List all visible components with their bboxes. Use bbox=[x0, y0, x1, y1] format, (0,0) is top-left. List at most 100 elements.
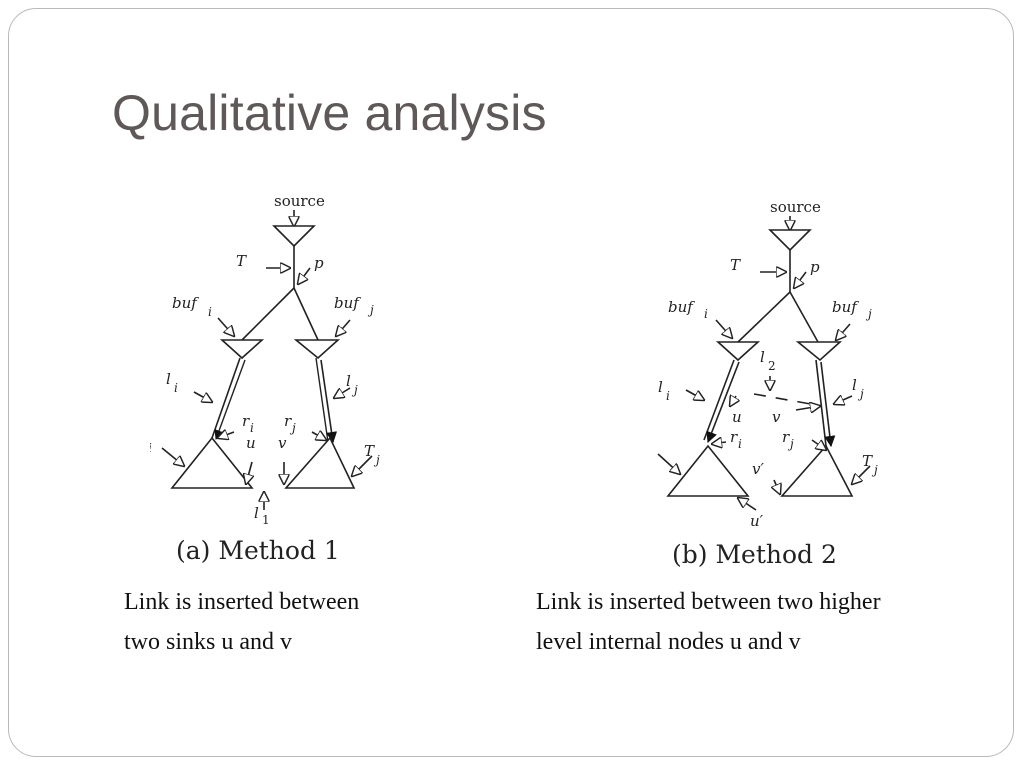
l-i-wire-a bbox=[703, 359, 735, 441]
T-i-arrow bbox=[161, 447, 184, 466]
v-prime-arrow bbox=[774, 479, 780, 494]
left-branch-wire bbox=[737, 291, 791, 343]
l-i-arrow bbox=[193, 391, 212, 402]
r-j-arrow bbox=[311, 432, 326, 440]
label-l-1-sub: 1 bbox=[262, 513, 270, 527]
label-buf-i-sub: i bbox=[704, 307, 708, 321]
label-r-i: r bbox=[730, 428, 738, 446]
buf-i-triangle bbox=[219, 339, 265, 360]
label-T: T bbox=[236, 252, 247, 270]
caption-method-2: (b) Method 2 bbox=[672, 540, 837, 569]
T-i-arrow bbox=[657, 453, 680, 474]
label-buf-j-sub: j bbox=[367, 303, 374, 317]
label-r-j: r bbox=[284, 412, 292, 430]
label-T-j-sub: j bbox=[871, 463, 878, 477]
l-j-wire-a bbox=[315, 357, 329, 443]
label-T-j: T bbox=[862, 452, 873, 470]
v-arrow bbox=[795, 406, 820, 410]
label-u: u bbox=[732, 408, 742, 426]
label-l-1: l bbox=[254, 504, 259, 522]
r-j-arrow bbox=[811, 439, 826, 450]
label-buf-j: buf bbox=[832, 298, 859, 316]
T-j-subtree bbox=[284, 436, 356, 489]
label-l-i-sub: i bbox=[666, 389, 670, 403]
label-l-j-sub: j bbox=[351, 383, 358, 397]
u-prime-arrow bbox=[738, 498, 757, 511]
figure-method-1: source T p buf i buf j l i l j r i r j u… bbox=[150, 180, 410, 540]
label-T: T bbox=[730, 256, 741, 274]
l-i-arrow bbox=[685, 389, 704, 400]
buf-j-arrow bbox=[336, 319, 351, 336]
label-source: source bbox=[770, 198, 821, 216]
label-l-i: l bbox=[658, 378, 663, 396]
label-r-i: r bbox=[242, 412, 250, 430]
r-i-arrow bbox=[218, 432, 235, 438]
l-i-wire-a bbox=[211, 357, 241, 439]
label-buf-j-sub: j bbox=[865, 307, 872, 321]
label-l-i-sub: i bbox=[174, 381, 178, 395]
method-2-diagram: source T p buf i buf j l 2 l i l j u v r… bbox=[657, 198, 878, 530]
l-i-wire-b bbox=[214, 359, 246, 440]
l-j-wire-b bbox=[820, 361, 836, 448]
l-j-wire-a bbox=[815, 359, 827, 447]
buf-i-arrow bbox=[715, 319, 732, 338]
label-l-j-sub: j bbox=[857, 387, 864, 401]
l-j-wire-b bbox=[320, 359, 338, 444]
label-T-j: T bbox=[364, 442, 375, 460]
description-method-2: Link is inserted between two higher leve… bbox=[536, 582, 881, 662]
buf-i-arrow bbox=[217, 317, 234, 336]
right-branch-wire bbox=[789, 291, 819, 343]
slide-title: Qualitative analysis bbox=[112, 85, 547, 141]
label-r-i-sub: i bbox=[250, 421, 254, 435]
label-buf-j: buf bbox=[334, 294, 361, 312]
T-j-arrow bbox=[852, 465, 871, 484]
label-buf-i-sub: i bbox=[208, 305, 212, 319]
l-j-arrow bbox=[834, 396, 853, 404]
p-arrow bbox=[794, 271, 807, 288]
T-i-subtree bbox=[170, 436, 254, 489]
label-source: source bbox=[274, 192, 325, 210]
label-l-i: l bbox=[166, 370, 171, 388]
description-method-1-line-1: Link is inserted between bbox=[124, 589, 360, 615]
l-i-wire-b bbox=[706, 361, 740, 444]
buf-j-triangle bbox=[795, 341, 843, 362]
T-i-subtree bbox=[666, 444, 750, 497]
u-arrow bbox=[246, 461, 252, 484]
label-p: p bbox=[810, 258, 820, 276]
label-v: v bbox=[278, 434, 287, 452]
label-r-j-sub: j bbox=[787, 437, 794, 451]
slide-frame bbox=[8, 8, 1014, 757]
r-i-arrow bbox=[712, 442, 727, 444]
label-l-j: l bbox=[346, 372, 351, 390]
label-v: v bbox=[772, 408, 781, 426]
description-method-2-line-2: level internal nodes u and v bbox=[536, 629, 801, 655]
label-buf-i: buf bbox=[668, 298, 695, 316]
l2-dashed-link bbox=[753, 393, 823, 407]
label-l-2: l bbox=[760, 348, 765, 366]
source-buffer bbox=[272, 225, 316, 248]
T-j-arrow bbox=[352, 455, 373, 476]
right-branch-wire bbox=[293, 287, 319, 341]
label-v-prime: v′ bbox=[752, 460, 764, 478]
caption-method-1: (a) Method 1 bbox=[176, 536, 340, 565]
label-l-2-sub: 2 bbox=[768, 359, 776, 373]
method-1-diagram: source T p buf i buf j l i l j r i r j u… bbox=[150, 192, 380, 527]
label-p: p bbox=[314, 254, 324, 272]
p-arrow bbox=[298, 267, 311, 284]
figure-method-2: source T p buf i buf j l 2 l i l j u v r… bbox=[646, 184, 906, 544]
label-T-i-sub: i bbox=[150, 441, 152, 455]
u-arrow bbox=[730, 396, 736, 406]
label-T-j-sub: j bbox=[373, 453, 380, 467]
label-r-j-sub: j bbox=[289, 421, 296, 435]
T-j-subtree bbox=[780, 444, 854, 497]
label-r-j: r bbox=[782, 428, 790, 446]
description-method-1: Link is inserted between two sinks u and… bbox=[124, 582, 359, 662]
label-l-j: l bbox=[852, 376, 857, 394]
buf-j-arrow bbox=[836, 323, 851, 340]
label-u: u bbox=[246, 434, 256, 452]
left-branch-wire bbox=[241, 287, 295, 341]
buf-j-triangle bbox=[293, 339, 341, 360]
label-buf-i: buf bbox=[172, 294, 199, 312]
source-buffer bbox=[768, 229, 812, 252]
buf-i-triangle bbox=[715, 341, 761, 362]
